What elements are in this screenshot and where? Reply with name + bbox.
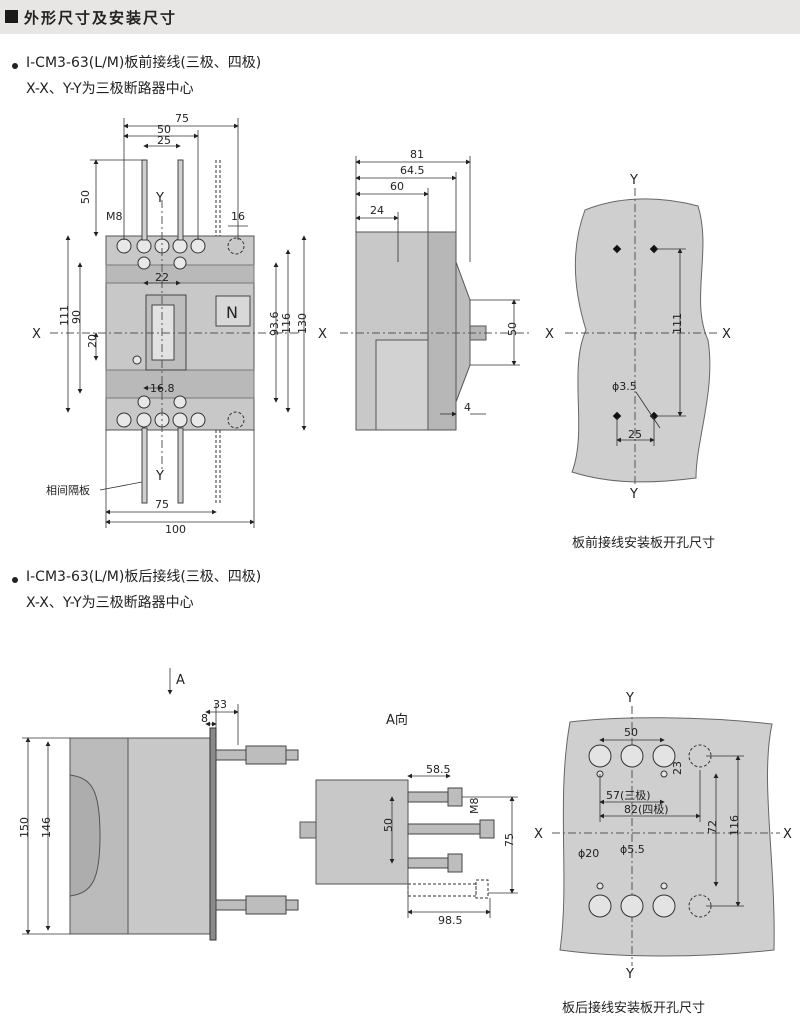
dim-label: 82(四极): [624, 802, 669, 816]
arrow-label: A: [176, 673, 185, 688]
dim-label: 50: [79, 190, 92, 204]
dim-label: 4: [464, 401, 471, 414]
dim-label: 130: [296, 313, 309, 334]
dim-label: 111: [58, 305, 71, 326]
dim-label: 50: [506, 322, 519, 336]
bullet-icon: [12, 577, 18, 583]
dim-label: 72: [706, 820, 719, 834]
barrier-label: 相间隔板: [46, 483, 90, 497]
dim-label: ϕ5.5: [620, 843, 645, 856]
bullet-icon: [12, 63, 18, 69]
front-view-drawing: 75 50 25 50 M8 16 22 N 111 90 20 16.8 93…: [32, 112, 327, 536]
dim-label: 57(三极): [606, 788, 651, 802]
front-cutout-drawing: 111 ϕ3.5 25 Y Y X X 板前接线安装板开孔尺寸: [545, 173, 731, 551]
dim-label: 64.5: [400, 164, 425, 177]
dim-label: 60: [390, 180, 404, 193]
axis-label: Y: [629, 173, 638, 188]
dim-label: 24: [370, 204, 384, 217]
dim-label: M8: [468, 798, 481, 815]
side-view-drawing: 81 64.5 60 24 50 4: [340, 148, 530, 431]
dim-label: 98.5: [438, 914, 463, 927]
dim-label: ϕ3.5: [612, 380, 637, 393]
section1-title: I-CM3-63(L/M)板前接线(三极、四极): [26, 55, 262, 71]
dim-label: 33: [213, 698, 227, 711]
axis-label: X: [318, 327, 327, 342]
axis-label: X: [32, 327, 41, 342]
dim-label: 8: [201, 712, 208, 725]
rear-side-view-drawing: A 33 8 150 146: [18, 668, 299, 941]
axis-label: X: [545, 327, 554, 342]
dim-label: ϕ20: [578, 847, 599, 860]
dim-label: 50: [157, 123, 171, 136]
dim-label: 90: [70, 310, 83, 324]
cutout-caption: 板前接线安装板开孔尺寸: [572, 535, 715, 551]
section2-title: I-CM3-63(L/M)板后接线(三极、四极): [26, 569, 262, 585]
dim-label: 20: [86, 334, 99, 348]
section1-subtitle: X-X、Y-Y为三极断路器中心: [26, 81, 194, 97]
dim-label: 58.5: [426, 763, 451, 776]
dim-label: 23: [671, 761, 684, 775]
dim-label: 75: [503, 833, 516, 847]
view-a-drawing: A向 58.5 M8 50 75 98.5: [299, 712, 518, 927]
dim-label: 16.8: [150, 382, 175, 395]
header-square-icon: [5, 10, 18, 23]
dim-label: 50: [624, 726, 638, 739]
dim-label: 75: [155, 498, 169, 511]
dim-label: M8: [106, 210, 123, 223]
dim-label: 16: [231, 210, 245, 223]
dim-label: 75: [175, 112, 189, 125]
dim-label: 116: [728, 815, 741, 836]
dim-label: 50: [382, 818, 395, 832]
axis-label: X: [534, 827, 543, 842]
cutout-caption: 板后接线安装板开孔尺寸: [562, 1000, 705, 1016]
dim-label: 93.6: [268, 312, 281, 337]
dim-label: 146: [40, 817, 53, 838]
dim-label: 150: [18, 817, 31, 838]
axis-label: X: [783, 827, 792, 842]
axis-label: Y: [155, 469, 164, 484]
dim-label: 111: [671, 313, 684, 334]
view-a-label: A向: [386, 712, 408, 728]
section-header: 外形尺寸及安装尺寸: [0, 0, 800, 34]
axis-label: Y: [625, 967, 634, 982]
axis-label: Y: [155, 191, 164, 206]
n-label: N: [226, 303, 238, 322]
header-title: 外形尺寸及安装尺寸: [24, 9, 178, 27]
rear-cutout-drawing: 50 23 57(三极) 82(四极) 72 116 ϕ20 ϕ5.5 Y Y …: [534, 691, 792, 1016]
section2-subtitle: X-X、Y-Y为三极断路器中心: [26, 595, 194, 611]
axis-label: Y: [625, 691, 634, 706]
axis-label: Y: [629, 487, 638, 502]
dim-label: 25: [628, 428, 642, 441]
dim-label: 100: [165, 523, 186, 536]
dim-label: 116: [280, 313, 293, 334]
dim-label: 25: [157, 134, 171, 147]
dim-label: 22: [155, 271, 169, 284]
axis-label: X: [722, 327, 731, 342]
dim-label: 81: [410, 148, 424, 161]
